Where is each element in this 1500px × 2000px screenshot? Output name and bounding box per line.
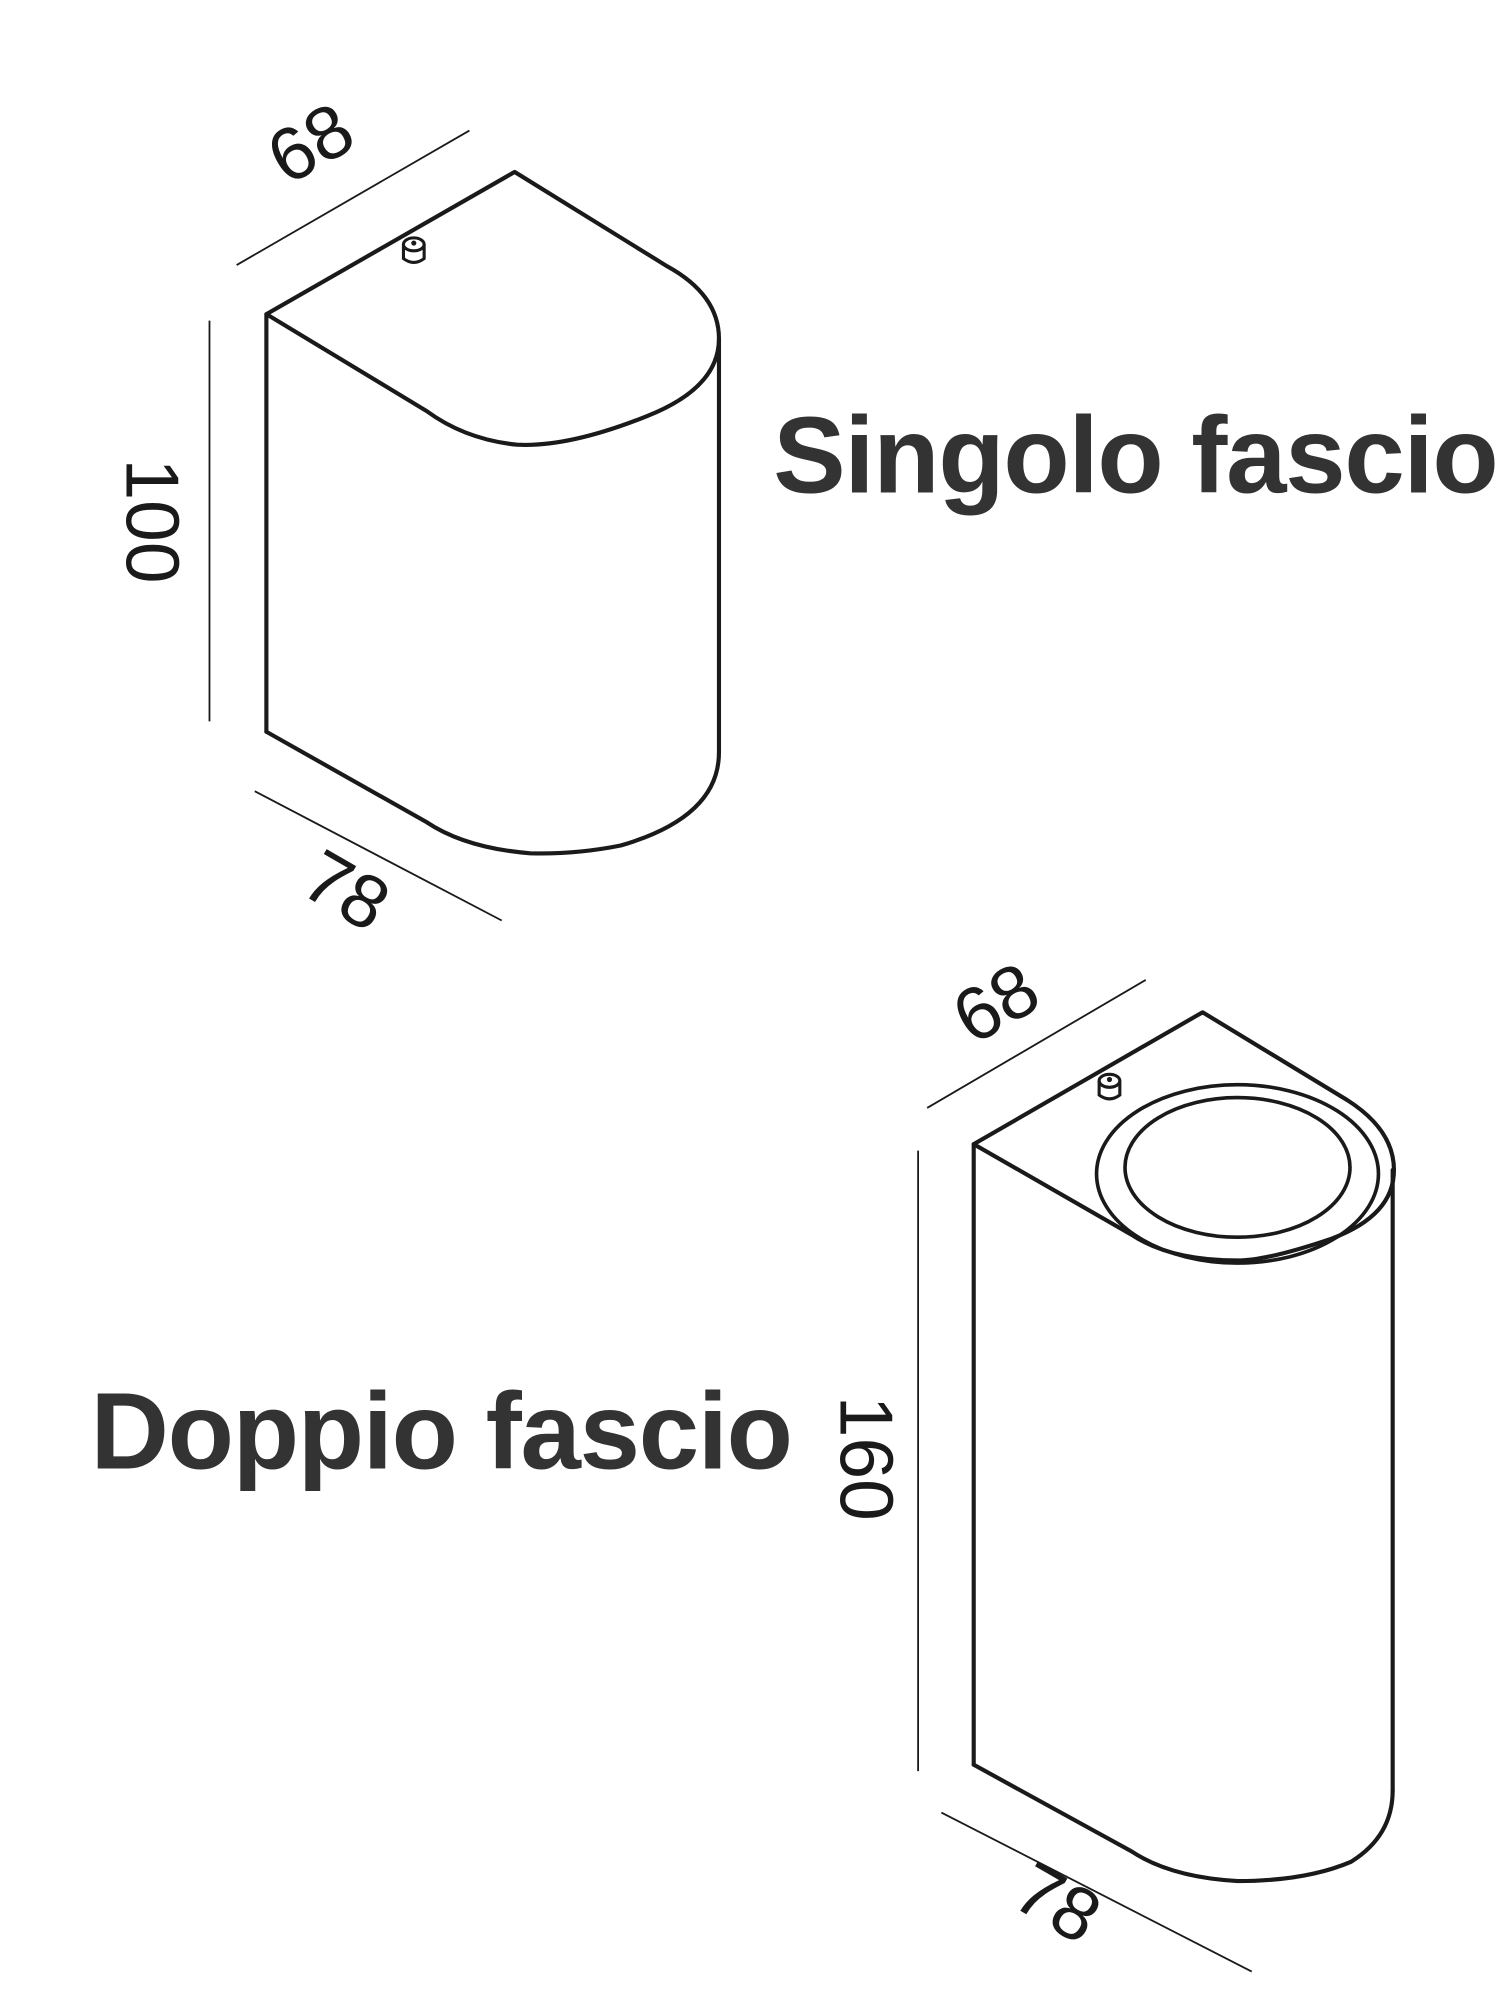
lamp-body-single [264, 169, 722, 856]
dimension-line-width [236, 129, 470, 266]
dimension-depth-value: 78 [289, 833, 403, 947]
dimension-line-width [926, 979, 1147, 1109]
dimension-line-depth [254, 790, 503, 922]
figure-label-double: Doppio fascio [91, 1372, 792, 1493]
lens-rings [1094, 1082, 1381, 1265]
screw-icon [1097, 1072, 1122, 1101]
dimension-height-value: 100 [111, 458, 195, 583]
dimension-width-value: 68 [938, 945, 1052, 1059]
dimension-width-value: 68 [253, 86, 367, 200]
figure-label-single: Singolo fascio [773, 396, 1497, 517]
dimension-line-depth [940, 1811, 1253, 1973]
dimension-height-value: 160 [825, 1396, 909, 1521]
figure-double-beam: 68 160 78 Doppio fascio [91, 945, 1397, 1973]
dimension-depth-value: 78 [1001, 1845, 1115, 1959]
figure-single-beam: 68 100 78 Singolo fascio [111, 86, 1499, 948]
screw-icon [401, 236, 426, 264]
lamp-body-double [971, 1010, 1397, 1884]
